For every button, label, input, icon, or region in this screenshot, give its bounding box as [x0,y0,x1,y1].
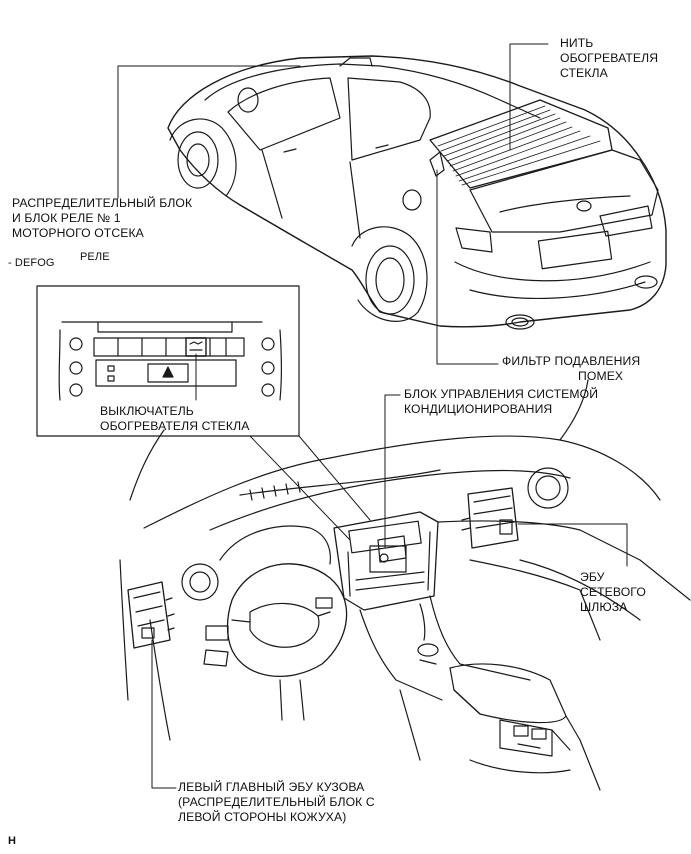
label-line: НИТЬ [560,36,594,50]
label-line: ЛЕВОЙ СТОРОНЫ КОЖУХА) [178,810,347,824]
label-line: МОТОРНОГО ОТСЕКА [12,226,144,240]
label-ac-amplifier: БЛОК УПРАВЛЕНИЯ СИСТЕМОЙ КОНДИЦИОНИРОВАН… [404,387,598,417]
label-relay-block: РАСПРЕДЕЛИТЕЛЬНЫЙ БЛОК И БЛОК РЕЛЕ № 1 М… [12,196,192,241]
label-line: ВЫКЛЮЧАТЕЛЬ [100,404,194,418]
label-line: (РАСПРЕДЕЛИТЕЛЬНЫЙ БЛОК С [178,795,375,809]
label-defog-relay-name: - DEFOG [8,257,55,269]
label-defogger-wire: НИТЬ ОБОГРЕВАТЕЛЯ СТЕКЛА [560,36,658,81]
label-line: РАСПРЕДЕЛИТЕЛЬНЫЙ БЛОК [12,196,193,210]
defogger-grid-lines [437,105,601,186]
corner-mark: H [8,835,17,847]
label-line: И БЛОК РЕЛЕ № 1 [12,211,121,225]
ac-panel-inset [58,321,283,401]
label-line: ПОМЕХ [578,369,624,383]
leader-lines [117,43,628,789]
dashboard-drawing [119,379,691,791]
label-line: ОБОГРЕВАТЕЛЯ [560,51,659,65]
label-line: ФИЛЬТР ПОДАВЛЕНИЯ [502,354,641,368]
label-line: ЭБУ [580,570,605,584]
label-line: ОБОГРЕВАТЕЛЯ СТЕКЛА [100,419,250,433]
car-drawing [167,55,667,330]
label-defogger-switch: ВЫКЛЮЧАТЕЛЬ ОБОГРЕВАТЕЛЯ СТЕКЛА [100,404,249,434]
label-line: БЛОК УПРАВЛЕНИЯ СИСТЕМОЙ [404,387,599,401]
label-line: ЛЕВЫЙ ГЛАВНЫЙ ЭБУ КУЗОВА [178,780,365,794]
inset-frame [36,285,300,437]
label-line: ШЛЮЗА [580,600,628,614]
label-line: КОНДИЦИОНИРОВАНИЯ [404,402,553,416]
label-gateway-ecu: ЭБУ СЕТЕВОГО ШЛЮЗА [580,570,646,615]
label-line: СТЕКЛА [560,66,608,80]
label-noise-filter: ФИЛЬТР ПОДАВЛЕНИЯ ПОМЕХ [502,354,640,384]
label-defog-relay-word: РЕЛЕ [80,251,110,263]
label-main-body-ecu: ЛЕВЫЙ ГЛАВНЫЙ ЭБУ КУЗОВА (РАСПРЕДЕЛИТЕЛЬ… [178,780,375,825]
label-line: СЕТЕВОГО [580,585,646,599]
